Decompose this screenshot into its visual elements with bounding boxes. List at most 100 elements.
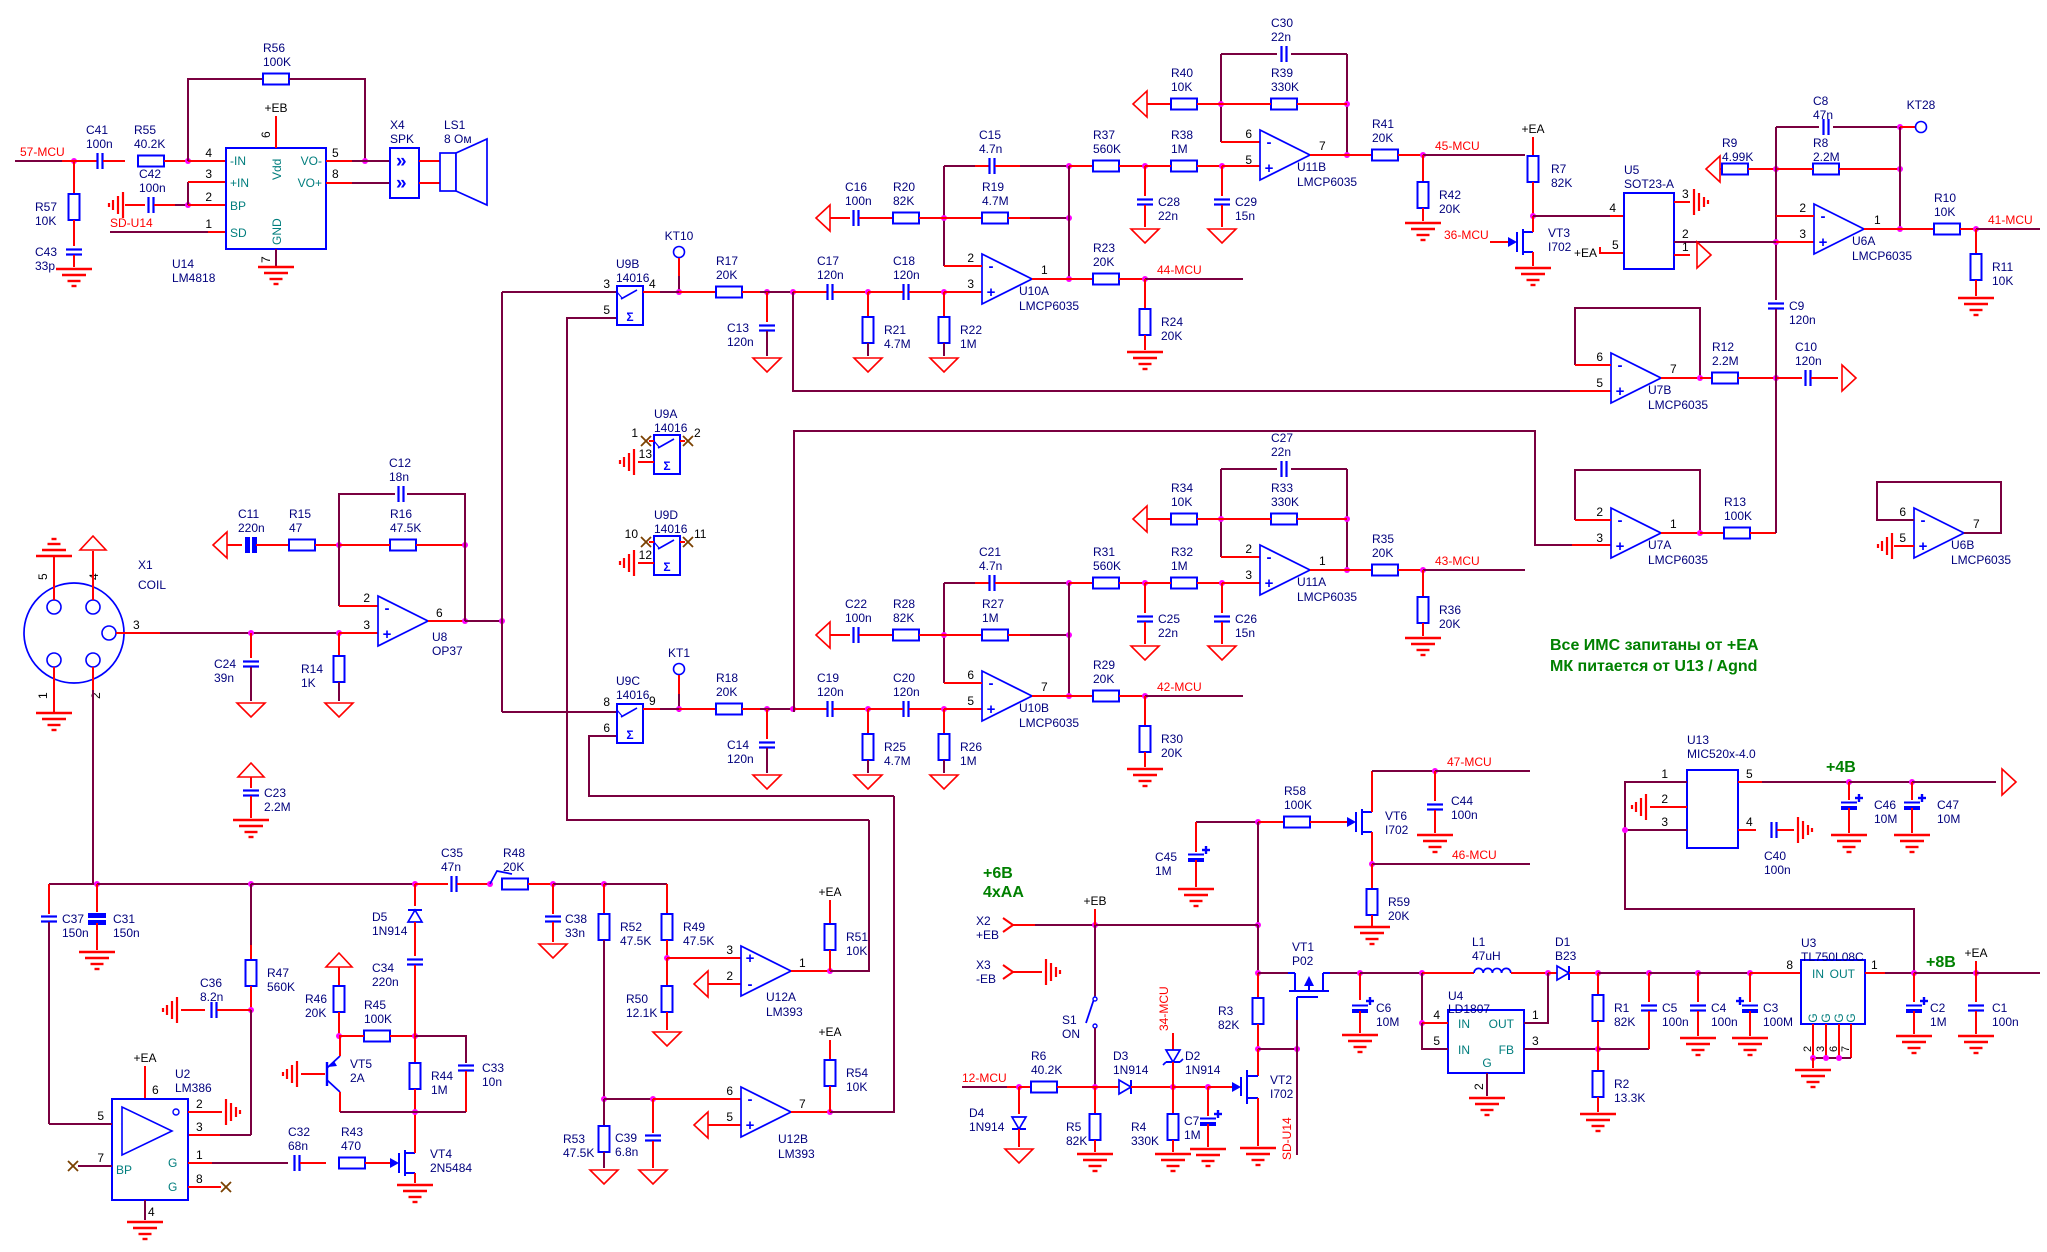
svg-text:C23: C23: [264, 786, 286, 800]
svg-text:R22: R22: [960, 323, 982, 337]
svg-text:36-MCU: 36-MCU: [1444, 228, 1489, 242]
svg-text:1M: 1M: [1155, 864, 1172, 878]
svg-text:2N5484: 2N5484: [430, 1161, 472, 1175]
svg-text:8.2n: 8.2n: [200, 990, 223, 1004]
svg-text:+EB: +EB: [1083, 894, 1106, 908]
svg-text:3: 3: [196, 1120, 203, 1134]
svg-text:-: -: [1821, 208, 1826, 225]
svg-text:13.3K: 13.3K: [1614, 1091, 1645, 1105]
svg-text:6: 6: [436, 606, 443, 620]
svg-text:R55: R55: [134, 123, 156, 137]
svg-text:330K: 330K: [1131, 1134, 1159, 1148]
svg-text:4: 4: [1746, 815, 1753, 829]
svg-text:20K: 20K: [1093, 255, 1114, 269]
svg-text:20K: 20K: [1093, 672, 1114, 686]
svg-text:5: 5: [36, 573, 50, 580]
svg-text:3: 3: [363, 618, 370, 632]
svg-text:VT5: VT5: [350, 1057, 372, 1071]
svg-text:12.1K: 12.1K: [626, 1006, 657, 1020]
svg-text:47.5K: 47.5K: [563, 1146, 594, 1160]
svg-text:5: 5: [97, 1109, 104, 1123]
svg-text:4: 4: [205, 146, 212, 160]
svg-text:2: 2: [1596, 505, 1603, 519]
svg-text:S1: S1: [1062, 1013, 1077, 1027]
svg-text:7: 7: [1840, 1046, 1852, 1052]
svg-text:»: »: [396, 151, 407, 172]
svg-text:82K: 82K: [1218, 1018, 1239, 1032]
svg-text:2: 2: [1799, 201, 1806, 215]
svg-text:R53: R53: [563, 1132, 585, 1146]
svg-text:3: 3: [967, 277, 974, 291]
svg-text:6: 6: [967, 668, 974, 682]
svg-text:3: 3: [1682, 187, 1689, 201]
svg-text:R14: R14: [301, 662, 323, 676]
svg-text:10K: 10K: [1171, 80, 1192, 94]
svg-text:IN: IN: [1458, 1043, 1470, 1057]
svg-text:C40: C40: [1764, 849, 1786, 863]
svg-text:10: 10: [625, 527, 639, 541]
svg-text:18n: 18n: [389, 470, 409, 484]
svg-text:R16: R16: [390, 507, 412, 521]
svg-text:C15: C15: [979, 128, 1001, 142]
svg-text:+8В: +8В: [1926, 954, 1956, 971]
svg-text:R31: R31: [1093, 545, 1115, 559]
svg-text:1: 1: [1041, 263, 1048, 277]
svg-text:20K: 20K: [716, 685, 737, 699]
svg-text:R35: R35: [1372, 532, 1394, 546]
svg-text:R40: R40: [1171, 66, 1193, 80]
svg-text:120n: 120n: [893, 685, 920, 699]
svg-text:G: G: [1482, 1056, 1491, 1070]
svg-text:+EA: +EA: [818, 885, 841, 899]
svg-text:SD-U14: SD-U14: [110, 216, 153, 230]
svg-text:C2: C2: [1930, 1001, 1946, 1015]
svg-text:1: 1: [1670, 517, 1677, 531]
svg-text:R52: R52: [620, 920, 642, 934]
svg-text:1M: 1M: [982, 611, 999, 625]
svg-text:C29: C29: [1235, 195, 1257, 209]
svg-text:U5: U5: [1624, 163, 1640, 177]
svg-text:6: 6: [152, 1083, 159, 1097]
svg-text:4.99K: 4.99K: [1722, 150, 1753, 164]
svg-text:-IN: -IN: [230, 154, 246, 168]
svg-text:R7: R7: [1551, 162, 1567, 176]
svg-text:-: -: [989, 675, 994, 692]
svg-text:G: G: [168, 1180, 177, 1194]
svg-text:4.7M: 4.7M: [884, 337, 911, 351]
svg-text:47.5K: 47.5K: [683, 934, 714, 948]
svg-text:1M: 1M: [960, 337, 977, 351]
svg-text:LS1: LS1: [444, 118, 466, 132]
svg-text:C20: C20: [893, 671, 915, 685]
svg-text:+EA: +EA: [1964, 946, 1987, 960]
svg-text:7: 7: [259, 256, 273, 263]
svg-text:8: 8: [1786, 958, 1793, 972]
svg-text:»: »: [396, 173, 407, 194]
svg-text:R21: R21: [884, 323, 906, 337]
svg-text:560K: 560K: [267, 980, 295, 994]
svg-text:LMCP6035: LMCP6035: [1019, 299, 1079, 313]
svg-text:1N914: 1N914: [372, 924, 408, 938]
svg-text:2: 2: [1802, 1046, 1814, 1052]
svg-text:-: -: [1618, 512, 1623, 529]
svg-text:C37: C37: [62, 912, 84, 926]
svg-text:LMCP6035: LMCP6035: [1297, 590, 1357, 604]
svg-text:2: 2: [205, 190, 212, 204]
svg-text:I702: I702: [1385, 823, 1409, 837]
svg-text:C14: C14: [727, 738, 749, 752]
svg-text:+: +: [1616, 383, 1625, 400]
svg-text:-: -: [1618, 357, 1623, 374]
svg-text:+: +: [746, 1117, 755, 1134]
svg-text:9: 9: [649, 694, 656, 708]
svg-text:LMCP6035: LMCP6035: [1297, 175, 1357, 189]
svg-text:R2: R2: [1614, 1077, 1630, 1091]
svg-text:120n: 120n: [1795, 354, 1822, 368]
svg-text:22n: 22n: [1158, 209, 1178, 223]
svg-text:100n: 100n: [1711, 1015, 1738, 1029]
svg-text:3: 3: [1596, 531, 1603, 545]
svg-text:33p: 33p: [35, 259, 55, 273]
svg-text:45-MCU: 45-MCU: [1435, 139, 1480, 153]
svg-text:R38: R38: [1171, 128, 1193, 142]
svg-text:7: 7: [1319, 139, 1326, 153]
svg-text:5: 5: [332, 146, 339, 160]
svg-text:X4: X4: [390, 118, 405, 132]
svg-text:KT10: KT10: [665, 229, 694, 243]
